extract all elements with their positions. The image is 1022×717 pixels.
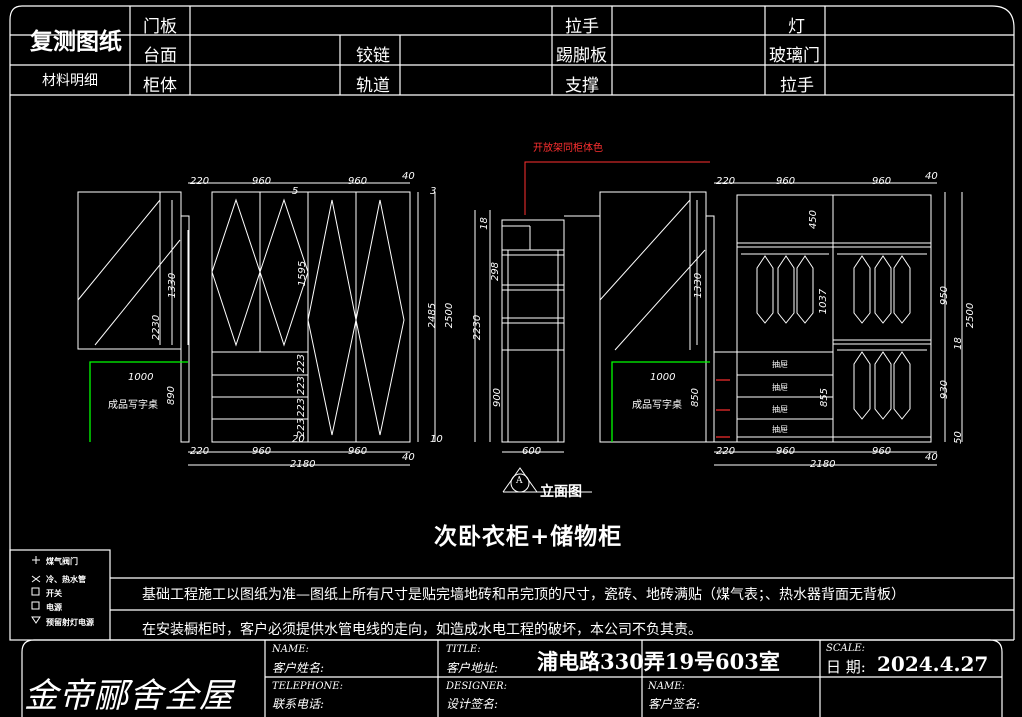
footer-scale-en: SCALE: — [826, 643, 866, 654]
dim-left-s-3: 223 — [296, 397, 308, 418]
material-list-label: 材料明细 — [42, 73, 98, 89]
footer-tel-en: TELEPHONE: — [272, 681, 343, 692]
drawer-label-2: 抽屉 — [772, 383, 788, 392]
note-line-1: 基础工程施工以图纸为准—图纸上所有尺寸是贴完墙地砖和吊完顶的尺寸，瓷砖、地砖满贴… — [142, 587, 905, 603]
footer-name2-en: NAME: — [648, 681, 685, 692]
legend-spotlight: 预留射灯电源 — [46, 618, 94, 627]
dim-right-bot-4: 40 — [925, 452, 938, 463]
product-desk-right: 成品写字桌 — [632, 400, 682, 411]
legend-gas-valve: 煤气阀门 — [46, 557, 78, 566]
footer-designer-cn: 设计签名: — [446, 697, 499, 711]
dim-right-bot-3: 960 — [872, 446, 892, 457]
footer-date-label: 日 期: — [826, 658, 866, 676]
dim-left-s-5: 3 — [430, 186, 437, 197]
header-kickboard: 踢脚板 — [556, 46, 607, 66]
footer-name-en: NAME: — [272, 644, 309, 655]
footer-date: 2024.4.27 — [877, 652, 989, 676]
dim-right-top-3: 960 — [872, 176, 892, 187]
dim-right-top-1: 220 — [716, 176, 736, 187]
dim-mid-bottom: 600 — [522, 446, 542, 457]
dim-left-total: 2180 — [290, 459, 316, 470]
dim-right-h-50: 50 — [952, 431, 964, 444]
drawer-label-1: 抽屉 — [772, 360, 788, 369]
dim-left-bot-1: 220 — [190, 446, 210, 457]
dim-right-h-855: 855 — [819, 387, 831, 408]
dim-right-h-1037: 1037 — [818, 288, 830, 315]
product-desk-left: 成品写字桌 — [108, 400, 158, 411]
dim-right-h-450: 450 — [808, 209, 820, 230]
header-cabinet-body: 柜体 — [143, 76, 177, 96]
dim-left-top-3: 960 — [348, 176, 368, 187]
dim-right-top-4: 40 — [925, 171, 938, 182]
dim-left-h-2500: 2500 — [444, 302, 456, 329]
sheet-title: 复测图纸 — [30, 28, 122, 55]
dim-right-top-2: 960 — [776, 176, 796, 187]
legend-water-pipe: 冷、热水管 — [46, 575, 86, 584]
legend-switch: 开关 — [46, 589, 62, 598]
dim-left-desk-width: 1000 — [128, 372, 154, 383]
dim-left-s-1: 223 — [296, 353, 308, 374]
header-track: 轨道 — [356, 76, 390, 96]
dim-left-h-2485: 2485 — [427, 302, 439, 329]
drawer-label-4: 抽屉 — [772, 425, 788, 434]
dim-left-desk-height: 890 — [166, 385, 178, 406]
dim-right-h-18: 18 — [952, 337, 964, 350]
dim-left-bot-4: 40 — [402, 452, 415, 463]
dim-left-h-1595: 1595 — [297, 260, 309, 287]
header-light: 灯 — [788, 17, 805, 37]
dim-left-top-4: 40 — [402, 171, 415, 182]
dim-left-s-8: 20 — [292, 434, 305, 445]
dim-left-bot-2: 960 — [252, 446, 272, 457]
footer-tel-cn: 联系电话: — [272, 697, 325, 711]
header-handle: 拉手 — [565, 17, 599, 37]
dim-right-h-2500: 2500 — [965, 302, 977, 329]
dim-mid-h-900: 900 — [492, 387, 504, 408]
dim-left-h-1330: 1330 — [167, 272, 179, 299]
footer-sign-cn: 客户签名: — [648, 697, 701, 711]
main-title: 次卧衣柜+储物柜 — [434, 523, 623, 550]
header-hinge: 铰链 — [356, 46, 390, 66]
header-support: 支撑 — [565, 76, 599, 96]
dim-left-s-6: 5 — [292, 186, 299, 197]
company-name: 金帝郦舍全屋 — [24, 676, 234, 716]
header-countertop: 台面 — [143, 46, 177, 66]
dim-left-s-2: 223 — [296, 375, 308, 396]
view-label: 立面图 — [540, 484, 582, 500]
legend-power: 电源 — [46, 603, 62, 612]
dim-right-bot-2: 960 — [776, 446, 796, 457]
dim-right-desk-width: 1000 — [650, 372, 676, 383]
dim-right-h-1330: 1330 — [693, 272, 705, 299]
view-marker: A — [516, 476, 523, 486]
dim-mid-h-2230: 2230 — [472, 314, 484, 341]
dim-mid-h-298: 298 — [490, 261, 502, 282]
footer-title-en: TITLE: — [446, 644, 481, 655]
header-handle-2: 拉手 — [780, 76, 814, 96]
dim-right-total: 2180 — [810, 459, 836, 470]
note-line-2: 在安装橱柜时，客户必须提供水管电线的走向，如造成水电工程的破坏，本公司不负其责。 — [142, 622, 702, 638]
dim-right-h-950: 950 — [939, 285, 951, 306]
dim-right-h-850: 850 — [690, 387, 702, 408]
dim-right-bot-1: 220 — [716, 446, 736, 457]
dim-left-top-1: 220 — [190, 176, 210, 187]
gas-valve-icon — [32, 556, 40, 564]
footer-name-cn: 客户姓名: — [272, 661, 325, 675]
drawer-label-3: 抽屉 — [772, 405, 788, 414]
dim-left-bot-3: 960 — [348, 446, 368, 457]
header-glass-door: 玻璃门 — [769, 46, 820, 66]
footer-designer-en: DESIGNER: — [446, 681, 508, 692]
dim-left-s-7: 10 — [430, 434, 443, 445]
footer-addr-cn: 客户地址: — [446, 661, 499, 675]
dim-left-h-2230: 2230 — [151, 314, 163, 341]
dim-mid-h-18: 18 — [478, 217, 490, 230]
dim-right-h-930: 930 — [939, 379, 951, 400]
dim-left-top-2: 960 — [252, 176, 272, 187]
red-note: 开放架同柜体色 — [533, 143, 603, 154]
customer-address: 浦电路330弄19号603室 — [537, 649, 780, 674]
header-door-panel: 门板 — [143, 17, 177, 37]
